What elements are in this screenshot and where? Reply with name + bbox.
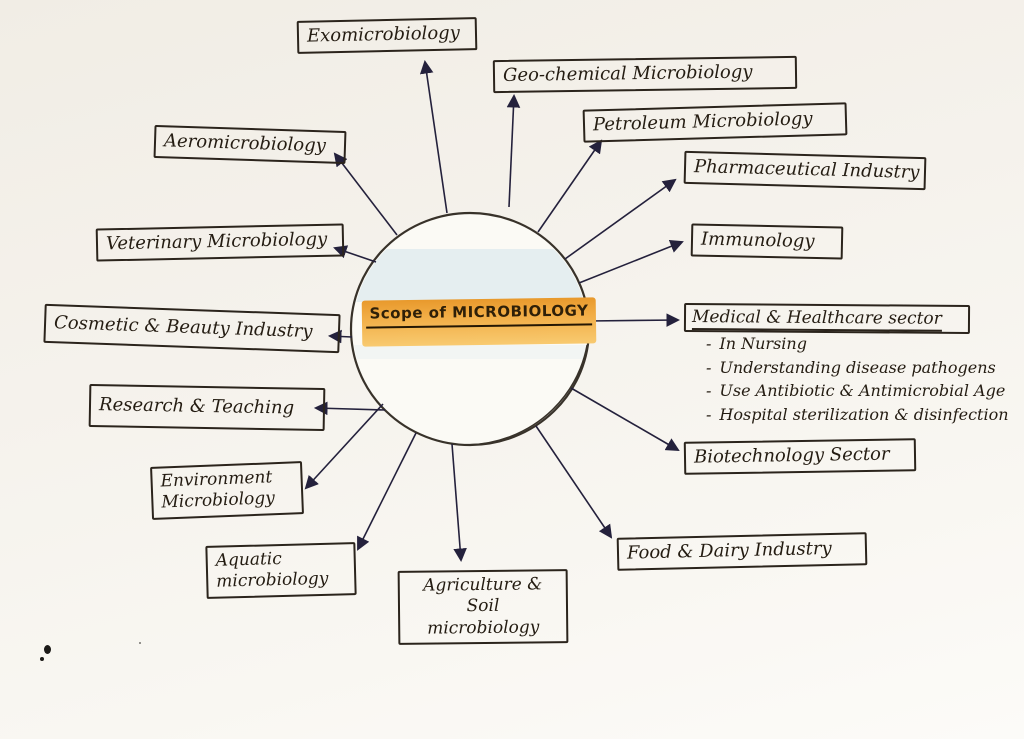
branch-label: Exomicrobiology [306,22,461,47]
arrow-petroleum-microbiology [537,139,603,233]
arrow-research-teaching [313,401,386,416]
branch-label: Medical & Healthcare sector [691,307,942,332]
branch-label: Immunology [700,228,815,252]
branch-box-aquatic-microbiology: Aquatic microbiology [205,542,357,599]
branch-label: Biotechnology Sector [693,443,890,468]
medical-subitem: - Hospital sterilization & disinfection [706,403,1024,427]
arrow-group [304,59,684,563]
branch-label: Aquatic microbiology [215,548,329,592]
medical-subitem-label: Hospital sterilization & disinfection [719,404,1009,424]
branch-box-environment-microbiology: Environment Microbiology [150,461,304,520]
arrow-aquatic-microbiology [357,432,417,551]
branch-label: Geo-chemical Microbiology [502,61,753,86]
branch-box-agriculture-soil-microbiology: Agriculture & Soil microbiology [397,569,569,645]
branch-label: Pharmaceutical Industry [693,156,920,183]
arrow-immunology [578,239,684,284]
arrow-pharmaceutical-industry [564,178,677,260]
arrow-aeromicrobiology [333,152,398,236]
branch-box-pharmaceutical-industry: Pharmaceutical Industry [683,150,927,190]
arrow-biotechnology-sector [570,387,680,452]
branch-box-aeromicrobiology: Aeromicrobiology [153,124,347,164]
medical-subitem: - In Nursing [706,332,1024,356]
dash-bullet: - [706,381,712,400]
branch-box-veterinary-microbiology: Veterinary Microbiology [95,223,345,262]
branch-label: Veterinary Microbiology [105,228,328,255]
ink-speck [139,642,141,644]
highlight-band [361,297,597,347]
medical-subitem-label: In Nursing [719,334,807,353]
dash-bullet: - [706,404,712,424]
branch-label: Cosmetic & Beauty Industry [53,312,313,343]
arrow-veterinary-microbiology [333,245,377,263]
branch-label: Food & Dairy Industry [626,537,832,564]
branch-box-research-teaching: Research & Teaching [88,383,326,431]
arrow-environment-microbiology [304,403,384,490]
branch-label: Aeromicrobiology [163,130,327,157]
ink-speck [40,657,44,661]
arrow-food-dairy-industry [535,425,613,539]
arrow-exomicrobiology [419,59,448,214]
circle-blue-tint [353,249,587,359]
branch-box-exomicrobiology: Exomicrobiology [296,17,478,54]
dash-bullet: - [706,334,712,353]
medical-subitem-label: Use Antibiotic & Antimicrobial Age [719,381,1006,400]
branch-box-biotechnology-sector: Biotechnology Sector [683,438,917,475]
ink-speck [44,645,51,654]
branch-label: Petroleum Microbiology [592,108,813,136]
arrow-cosmetic-beauty-industry [327,329,353,344]
branch-box-medical-healthcare-sector: Medical & Healthcare sector [683,303,971,335]
branch-box-food-dairy-industry: Food & Dairy Industry [616,532,868,571]
medical-subitems: - In Nursing - Understanding disease pat… [706,332,1024,426]
branch-label: Research & Teaching [98,394,295,419]
arrow-medical-healthcare-sector [587,313,681,327]
dash-bullet: - [706,357,712,377]
branch-label: Agriculture & Soil microbiology [423,574,543,639]
branch-box-immunology: Immunology [690,223,844,260]
medical-subitem: - Use Antibiotic & Antimicrobial Age [706,379,1024,403]
center-label: Scope of MICROBIOLOGY [365,301,593,329]
arrow-agriculture-soil-microbiology [451,443,467,563]
arrow-geo-chemical-microbiology [506,93,521,208]
branch-label: Environment Microbiology [160,467,276,513]
branch-box-geo-chemical-microbiology: Geo-chemical Microbiology [492,55,798,93]
medical-subitem-label: Understanding disease pathogens [719,357,996,377]
medical-subitem: - Understanding disease pathogens [706,356,1024,380]
